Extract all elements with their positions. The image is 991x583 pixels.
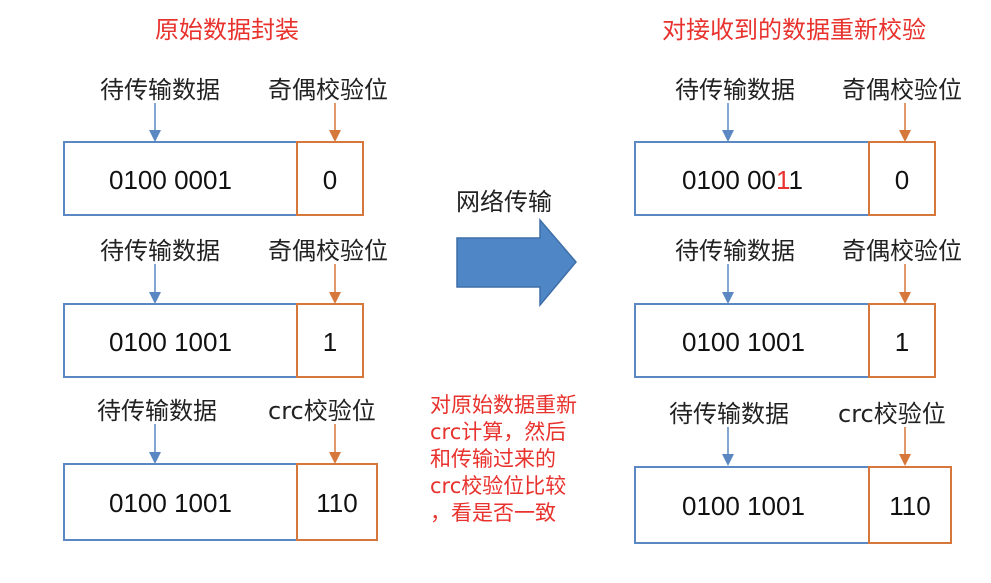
left-row3-data-label: 待传输数据 — [97, 397, 217, 425]
right-row2-data-box: 0100 1001 — [634, 303, 871, 378]
right-row3-data-box: 0100 1001 — [634, 466, 871, 544]
right-row3-check-box: 110 — [868, 466, 952, 544]
right-row3-data-value: 0100 1001 — [682, 491, 805, 521]
flipped-bit: 1 — [775, 165, 789, 195]
crc-note-line-4: crc校验位比较 — [430, 474, 567, 498]
right-row1-data-suffix: 1 — [788, 165, 803, 195]
left-row2-check-value: 1 — [322, 327, 338, 357]
crc-note-line-1: 对原始数据重新 — [430, 393, 577, 417]
left-row2-check-box: 1 — [296, 303, 364, 378]
left-row2-check-label: 奇偶校验位 — [268, 237, 388, 265]
transfer-arrow — [456, 217, 577, 308]
left-row1-check-label: 奇偶校验位 — [268, 76, 388, 104]
left-row3-check-box: 110 — [296, 463, 378, 541]
left-row1-data-box: 0100 0001 — [63, 141, 299, 216]
right-row1-data-prefix: 0100 00 — [682, 165, 776, 195]
right-row2-check-value: 1 — [894, 327, 910, 357]
crc-note: 对原始数据重新 crc计算，然后 和传输过来的 crc校验位比较 ，看是否一致 — [430, 392, 630, 527]
left-row2-data-label: 待传输数据 — [100, 237, 220, 265]
left-row1-data-label: 待传输数据 — [100, 76, 220, 104]
left-row1-data-value: 0100 0001 — [109, 165, 232, 195]
crc-note-line-5: ，看是否一致 — [430, 501, 556, 525]
right-row2-check-box: 1 — [868, 303, 936, 378]
right-row1-check-value: 0 — [894, 165, 910, 195]
right-row1-check-box: 0 — [868, 141, 936, 216]
transfer-label: 网络传输 — [456, 188, 552, 216]
crc-note-line-2: crc计算，然后 — [430, 420, 567, 444]
right-title: 对接收到的数据重新校验 — [662, 16, 926, 44]
left-row2-data-value: 0100 1001 — [109, 327, 232, 357]
right-row1-data-label: 待传输数据 — [675, 76, 795, 104]
left-row1-check-value: 0 — [322, 165, 338, 195]
left-row3-check-label: crc校验位 — [268, 397, 376, 425]
right-row2-data-label: 待传输数据 — [675, 237, 795, 265]
right-row2-data-value: 0100 1001 — [682, 327, 805, 357]
left-row3-data-value: 0100 1001 — [109, 488, 232, 518]
right-row1-check-label: 奇偶校验位 — [842, 76, 962, 104]
left-row3-check-value: 110 — [316, 488, 358, 518]
right-row1-data-value: 0100 0011 — [682, 165, 803, 195]
left-row3-data-box: 0100 1001 — [63, 463, 299, 541]
right-row1-data-box: 0100 0011 — [634, 141, 871, 216]
crc-note-line-3: 和传输过来的 — [430, 447, 556, 471]
right-row3-data-label: 待传输数据 — [669, 400, 789, 428]
left-row1-check-box: 0 — [296, 141, 364, 216]
right-row3-check-value: 110 — [889, 491, 931, 521]
right-row2-check-label: 奇偶校验位 — [842, 237, 962, 265]
right-row3-check-label: crc校验位 — [838, 400, 946, 428]
left-row2-data-box: 0100 1001 — [63, 303, 299, 378]
left-title: 原始数据封装 — [155, 16, 299, 44]
